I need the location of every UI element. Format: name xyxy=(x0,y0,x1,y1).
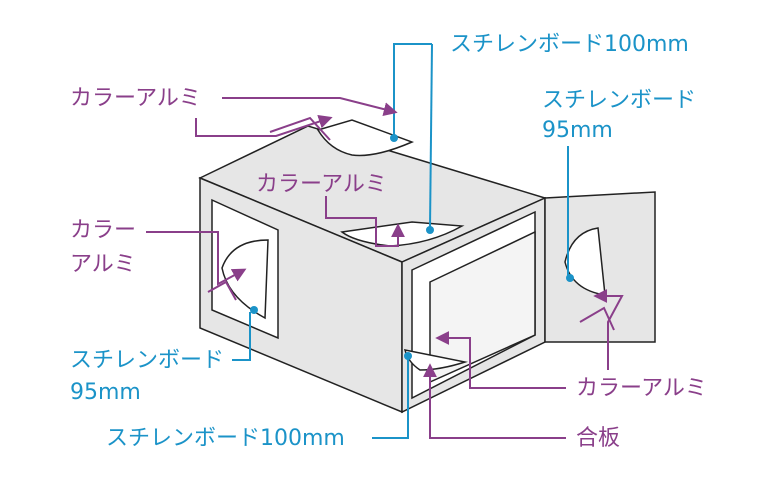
alu-topleft-bracket xyxy=(269,116,331,141)
steel-bottom-leader xyxy=(372,358,409,439)
alu-topleft-leader-1 xyxy=(222,97,398,117)
right-panel xyxy=(544,191,656,343)
alu-topleft-leader-2 xyxy=(195,114,333,137)
label-alu-left-2: アルミ xyxy=(70,252,136,277)
label-steel-left-2: 95mm xyxy=(70,380,141,405)
steel-top-dot xyxy=(390,134,398,142)
steel-bottom-dot xyxy=(404,352,412,360)
label-steel-right-1: スチレンボード xyxy=(542,88,697,113)
label-steel-top: スチレンボード100mm xyxy=(450,32,689,57)
alu-bottom-leader xyxy=(435,331,566,389)
label-alu-left-1: カラー xyxy=(70,218,137,243)
steel-top-leader xyxy=(393,43,432,138)
steel-leaders xyxy=(232,43,574,439)
alu-left-bracket xyxy=(207,280,237,301)
steel-left-leader xyxy=(232,312,251,361)
steel-left-dot xyxy=(250,306,258,314)
steel-center-dot xyxy=(426,226,434,234)
steel-top-leader-2 xyxy=(429,43,433,229)
top-hole-back xyxy=(316,119,415,157)
alu-right-leader xyxy=(593,289,624,370)
label-steel-left-1: スチレンボード xyxy=(70,348,225,373)
label-alu-top-left: カラーアルミ xyxy=(70,86,201,111)
label-plywood: 合板 xyxy=(576,426,621,451)
alu-right-bracket xyxy=(579,306,615,331)
label-alu-center: カラーアルミ xyxy=(256,172,387,197)
plywood-leader xyxy=(423,363,566,439)
alu-center-leader xyxy=(325,196,405,247)
label-steel-right-2: 95mm xyxy=(542,118,613,143)
label-steel-bottom: スチレンボード100mm xyxy=(106,426,345,451)
alu-left-leader xyxy=(146,231,247,286)
label-alu-right: カラーアルミ xyxy=(576,376,707,401)
alu-leaders xyxy=(146,97,624,439)
box-back-wall xyxy=(429,230,536,384)
steel-right-dot xyxy=(566,274,574,282)
